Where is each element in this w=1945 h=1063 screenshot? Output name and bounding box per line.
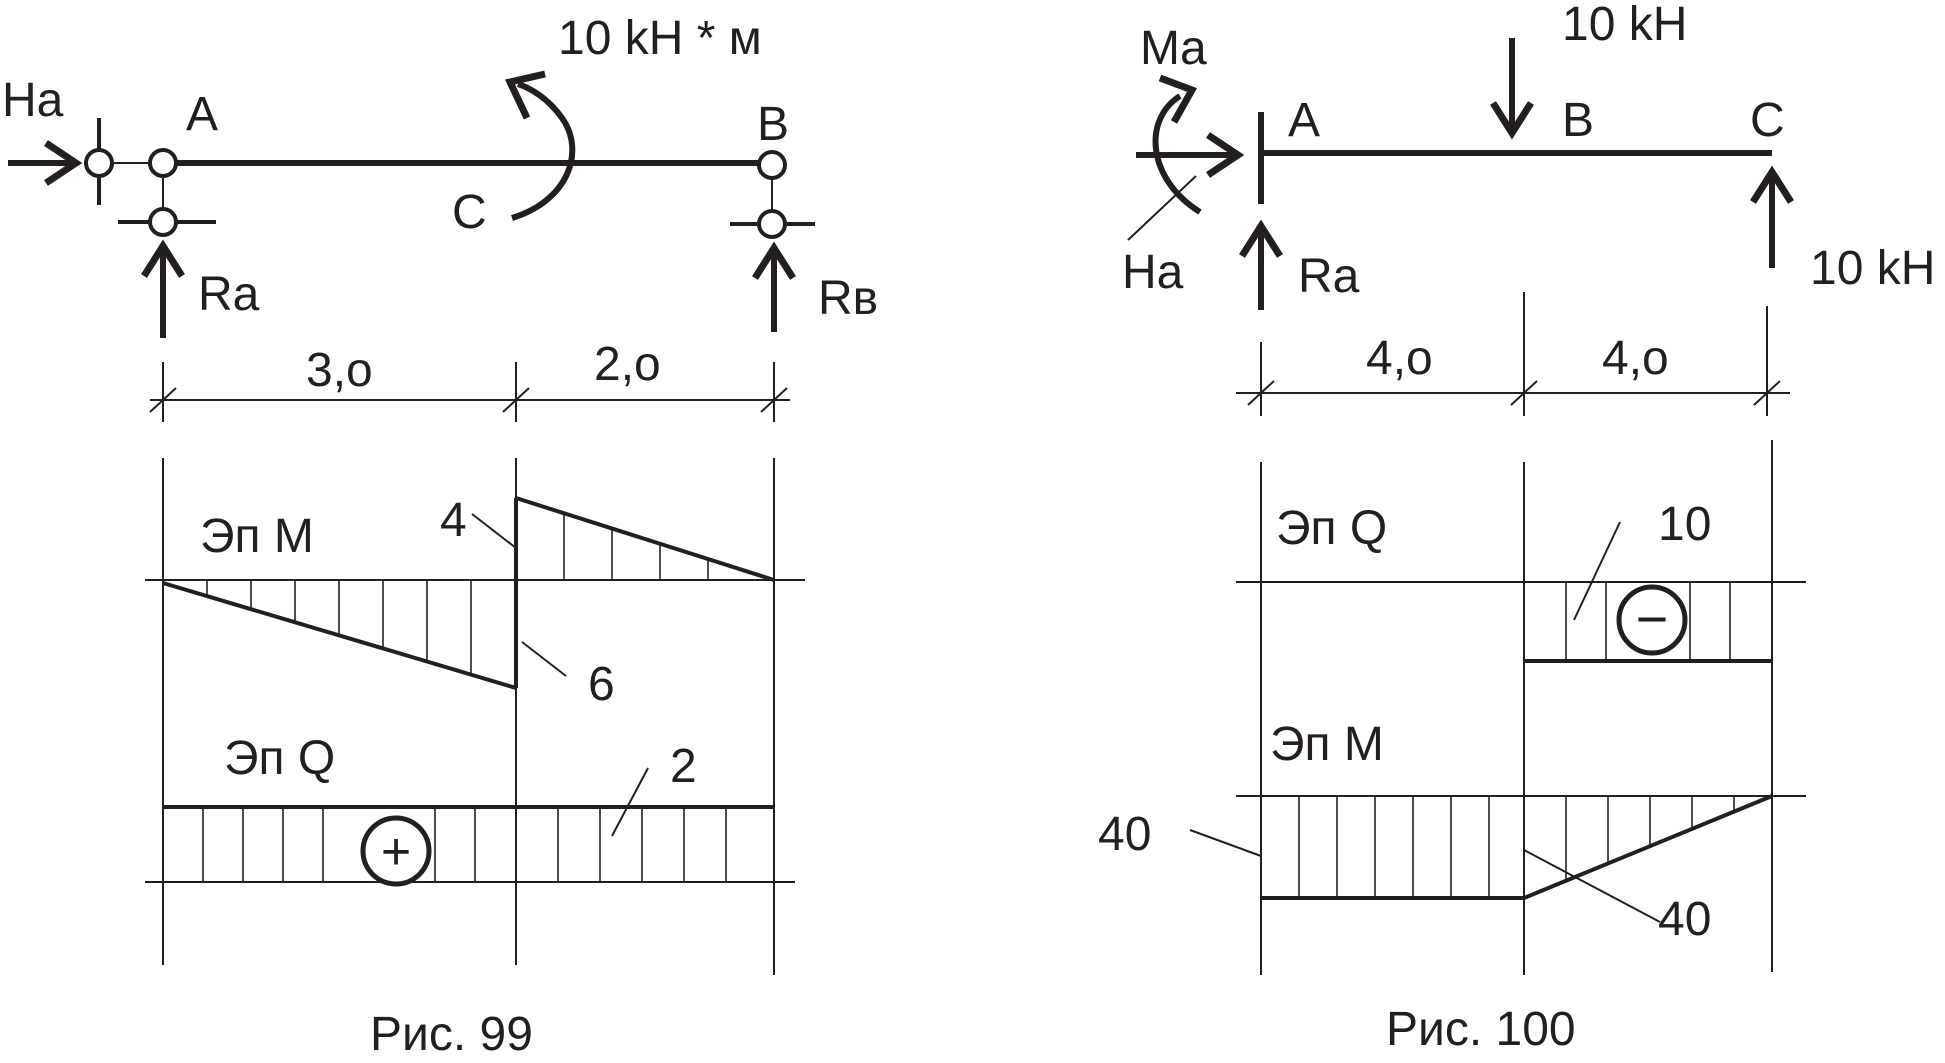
fig100-dimension-line [1236,292,1790,416]
fig99-ep-m-value-6: 6 [588,658,615,711]
fig99-label-ra: Ra [198,268,260,321]
fig100-moment-diagram [1189,794,1806,923]
fig100-force-arrow [1490,38,1534,140]
fig100-label-b: B [1562,94,1594,147]
fig99-label-c: C [452,186,487,239]
fig99-dim-2: 2,o [594,338,661,391]
fig100-reaction-arrow [1750,165,1794,268]
fig99-support-a [84,118,216,237]
figure-100: 10 kH Ma A B C Ha Ra 10 kH 4,o 4,o [1098,0,1935,1056]
fig99-label-a: A [186,88,218,141]
fig100-ep-m-value-right: 40 [1658,893,1711,946]
fig99-label-ha: Ha [2,74,64,127]
figure-99: 10 kH * м Ha A B C Ra Rв 3,o 2,o [2,12,878,1061]
fig100-ep-q-title: Эп Q [1276,502,1387,555]
fig99-support-b [730,150,815,239]
fig100-label-ha: Ha [1122,246,1184,299]
fig99-dimension-line [149,362,790,422]
fig99-moment-arrow [504,70,576,221]
fig99-moment-label: 10 kH * м [558,12,762,65]
fig100-reaction-label: 10 kH [1810,242,1935,295]
fig99-ep-q-title: Эп Q [224,732,335,785]
fig99-ha-arrow [8,140,83,186]
fig100-ra-arrow [1239,219,1283,310]
fig100-ep-q-value-10: 10 [1658,498,1711,551]
fig100-label-ma: Ma [1140,22,1207,75]
fig100-ep-m-title: Эп M [1270,718,1384,771]
fig100-shear-diagram [1236,521,1806,663]
fig99-plus-sign-circle [360,815,432,887]
fig99-ep-q-value-2: 2 [670,740,697,793]
fig100-ha-leader [1127,175,1197,241]
fig100-caption: Рис. 100 [1386,1003,1576,1056]
fig100-ep-q-sign: − [1636,587,1669,650]
fig100-label-ra: Ra [1298,250,1360,303]
fig99-caption: Рис. 99 [370,1008,533,1058]
fig100-dim-2: 4,o [1602,332,1669,385]
fig99-label-b: B [757,98,789,151]
fig99-ra-arrow [141,239,185,338]
fig99-moment-diagram [145,496,805,690]
fig100-force-label: 10 kH [1562,0,1687,51]
fig99-dim-1: 3,o [306,344,373,397]
fig100-moment-arrow [1152,74,1202,215]
fig100-ep-m-value-left: 40 [1098,808,1151,861]
fig100-label-a: A [1288,94,1320,147]
fig100-dim-1: 4,o [1366,332,1433,385]
fig99-rb-arrow [752,241,796,332]
fig100-minus-sign-circle [1616,584,1688,656]
fig100-label-c: C [1750,94,1785,147]
fig100-ha-arrow [1136,132,1245,178]
fig99-ep-m-title: Эп M [200,510,314,563]
fig99-shear-diagram [145,767,795,887]
fig99-label-rb: Rв [818,272,878,325]
fig99-ep-q-sign: + [381,823,411,881]
fig99-ep-m-value-4: 4 [440,494,467,547]
